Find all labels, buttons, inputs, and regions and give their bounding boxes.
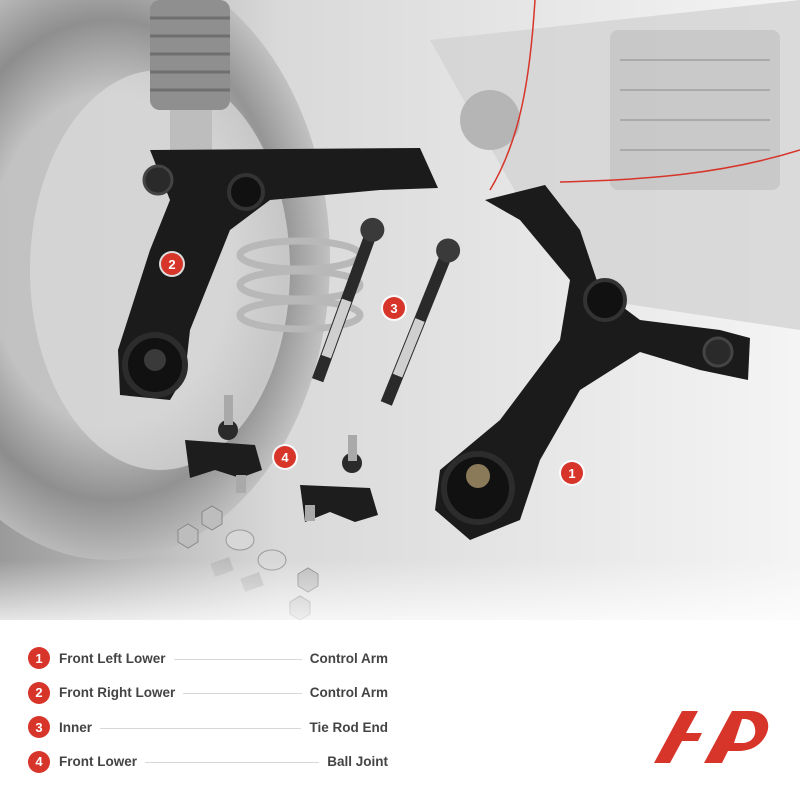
front-right-lower-control-arm [118, 148, 438, 400]
legend-number: 1 [28, 647, 50, 670]
legend-row: 1 Front Left Lower Control Arm [28, 641, 388, 676]
callout-3: 3 [383, 297, 405, 319]
legend-position: Front Right Lower [59, 685, 176, 701]
legend-position: Front Left Lower [59, 650, 166, 666]
callout-2: 2 [161, 253, 183, 275]
photo-fade [0, 560, 800, 640]
front-left-lower-control-arm [435, 185, 750, 540]
inner-tie-rod-ends [312, 217, 461, 406]
legend-leader-line [100, 727, 302, 729]
legend-number: 2 [28, 681, 50, 704]
legend-row: 2 Front Right Lower Control Arm [28, 676, 388, 711]
legend-part: Ball Joint [327, 754, 388, 770]
legend-leader-line [183, 693, 302, 695]
legend-number: 3 [28, 716, 50, 739]
front-lower-ball-joints [185, 395, 378, 522]
legend-part: Control Arm [309, 685, 388, 701]
a-premium-logo-icon [652, 707, 772, 765]
legend-row: 4 Front Lower Ball Joint [28, 745, 388, 780]
legend-row: 3 Inner Tie Rod End [28, 710, 388, 745]
legend-part: Control Arm [309, 650, 388, 666]
callout-1: 1 [561, 462, 583, 484]
legend-leader-line [145, 762, 320, 764]
legend-position: Front Lower [59, 754, 137, 770]
legend-leader-line [173, 658, 302, 660]
callout-4: 4 [274, 446, 296, 468]
parts-legend: 1 Front Left Lower Control Arm 2 Front R… [28, 641, 388, 779]
legend-part: Tie Rod End [309, 719, 388, 735]
legend-position: Inner [59, 719, 93, 735]
product-photo [0, 0, 800, 620]
legend-number: 4 [28, 750, 50, 773]
